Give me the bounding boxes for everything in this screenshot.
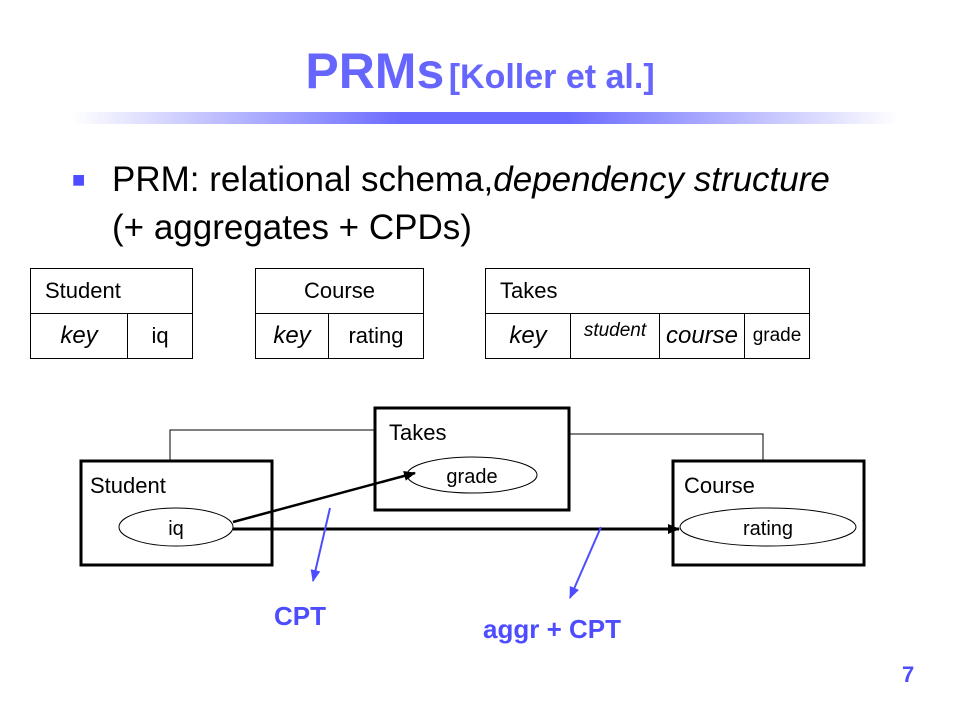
student-col-key: key xyxy=(30,313,128,359)
takes-schema-table: Takes key student course grade xyxy=(485,268,810,359)
bullet-text: PRM: relational schema,dependency struct… xyxy=(112,156,842,252)
title-citation: [Koller et al.] xyxy=(448,58,655,96)
rating-attribute-node xyxy=(679,507,857,547)
takes-col-course: course xyxy=(659,313,745,359)
bullet-marker-icon: ■ xyxy=(72,167,86,192)
student-schema-table: Student key iq xyxy=(30,268,193,359)
takes-course-link xyxy=(569,433,764,461)
iq-to-grade-arrow xyxy=(232,471,416,524)
cpt-annotation: CPT xyxy=(274,601,326,631)
course-class-label: Course xyxy=(684,473,755,498)
grade-attribute-label: grade xyxy=(446,466,497,488)
student-col-iq: iq xyxy=(127,313,193,359)
iq-attribute-label: iq xyxy=(168,518,184,540)
takes-student-link xyxy=(169,429,375,461)
rating-attribute-label: rating xyxy=(743,518,793,540)
takes-table-name: Takes xyxy=(485,268,810,314)
course-schema-table: Course key rating xyxy=(255,268,424,359)
title-main: PRMs xyxy=(305,43,445,99)
takes-class-label: Takes xyxy=(389,420,446,445)
student-table-name: Student xyxy=(30,268,193,314)
takes-col-key: key xyxy=(485,313,571,359)
cpt-pointer-arrow xyxy=(310,507,331,582)
takes-col-student: student xyxy=(570,313,660,359)
takes-col-grade: grade xyxy=(744,313,810,359)
slide-title: PRMs [Koller et al.] xyxy=(0,42,960,100)
bullet-suffix: (+ aggregates + CPDs) xyxy=(112,208,472,247)
title-underline xyxy=(72,112,898,124)
aggr-annotation: aggr + CPT xyxy=(483,614,621,644)
aggr-pointer-arrow xyxy=(569,526,602,599)
iq-attribute-node xyxy=(118,507,234,547)
bullet-italic: dependency structure xyxy=(493,160,830,199)
student-class-label: Student xyxy=(90,473,166,498)
course-col-rating: rating xyxy=(328,313,424,359)
bullet-prefix: PRM: relational schema, xyxy=(112,160,494,199)
course-table-name: Course xyxy=(255,268,424,314)
page-number: 7 xyxy=(902,662,915,687)
